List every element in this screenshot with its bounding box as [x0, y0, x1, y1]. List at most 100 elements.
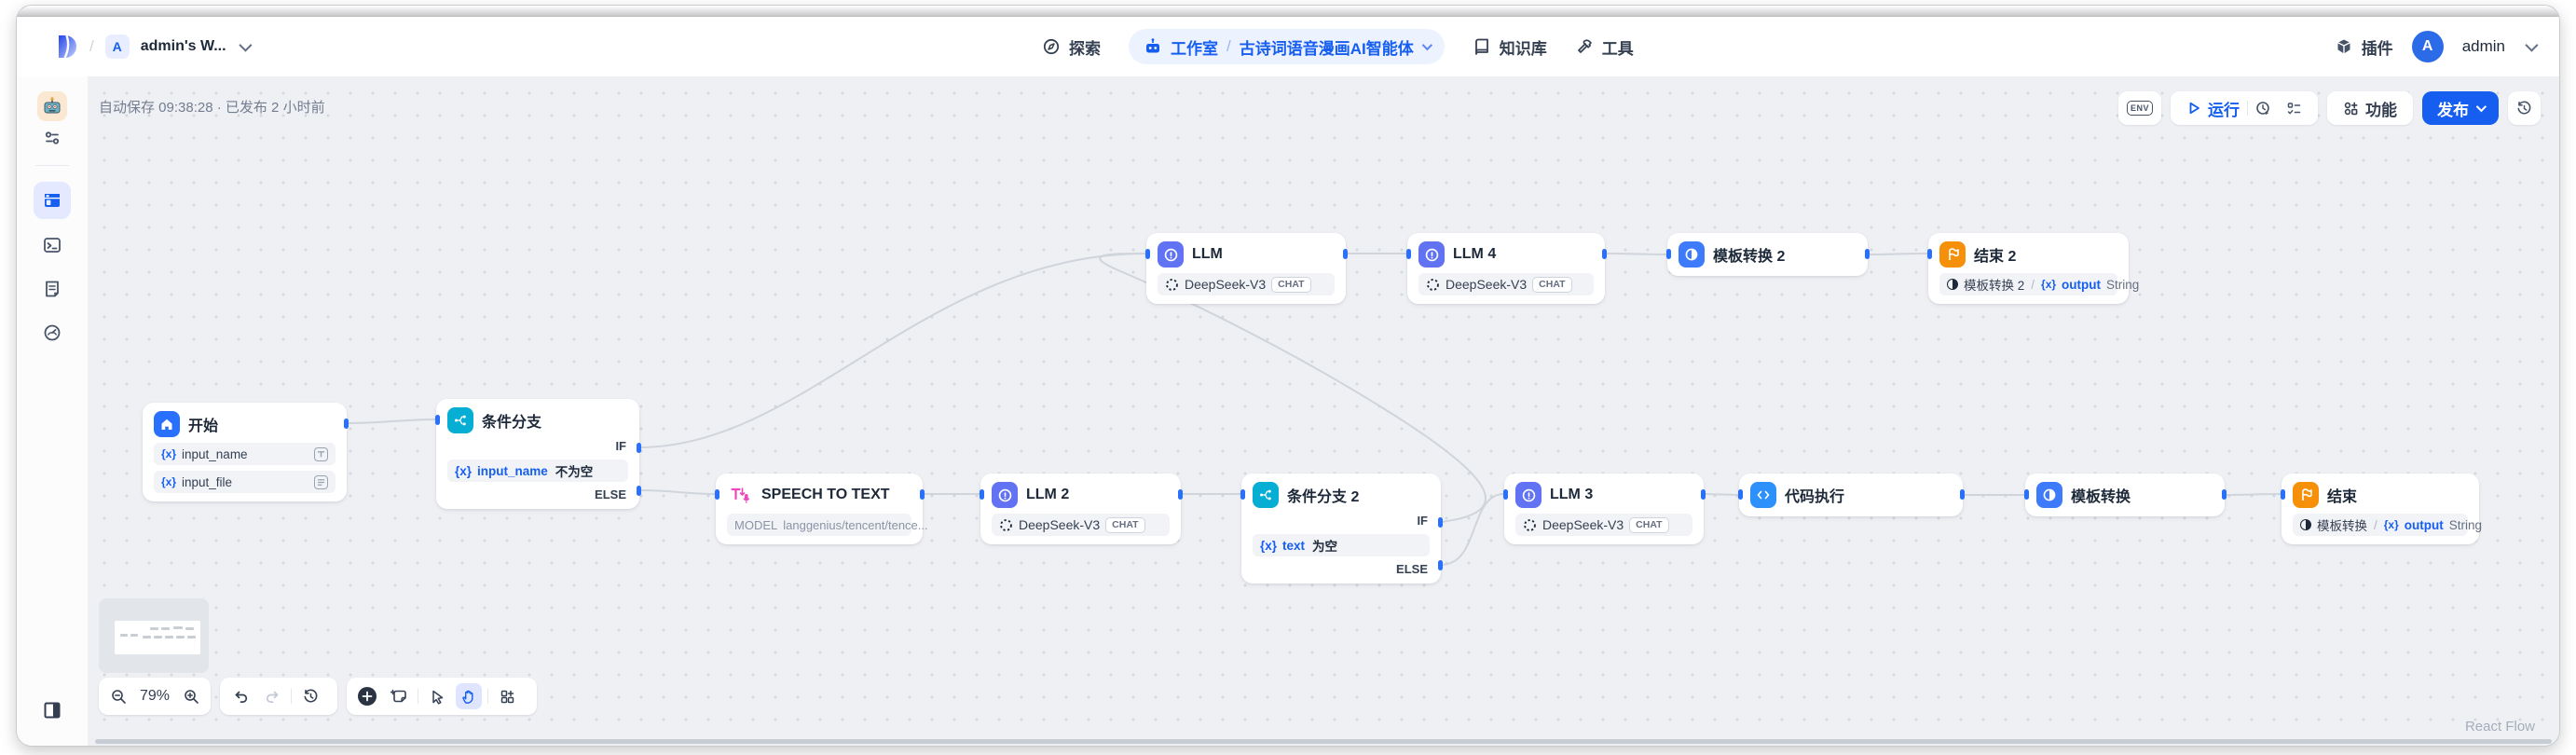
zoom-control-bar: 79%: [99, 678, 211, 715]
sidebar-terminal-icon[interactable]: [42, 235, 62, 255]
current-app-name[interactable]: 古诗词语音漫画AI智能体: [1239, 39, 1414, 58]
undo-button[interactable]: [227, 683, 253, 709]
pointer-mode-button[interactable]: [424, 683, 450, 709]
handle-in[interactable]: [714, 489, 719, 500]
nav-plugins[interactable]: 插件: [2335, 35, 2393, 59]
handle-out[interactable]: [1342, 249, 1348, 259]
handle-out[interactable]: [919, 489, 925, 500]
user-avatar[interactable]: A: [2411, 31, 2444, 62]
handle-if[interactable]: [636, 443, 641, 453]
toolbar-divider: [2247, 101, 2248, 116]
nav-knowledge[interactable]: 知识库: [1473, 35, 1547, 59]
handle-out[interactable]: [1177, 489, 1183, 500]
handle-out[interactable]: [1959, 489, 1965, 500]
features-label: 功能: [2365, 101, 2397, 119]
handle-else[interactable]: [1437, 560, 1443, 570]
sidebar-app-icon[interactable]: [37, 91, 67, 121]
node-start[interactable]: 开始 {x} input_name {x} input_file: [143, 403, 349, 501]
handle-in[interactable]: [1737, 489, 1743, 500]
sidebar-orchestrate-selected[interactable]: [34, 182, 71, 219]
zoom-out-button[interactable]: [106, 683, 130, 709]
node-speech-to-text[interactable]: SPEECH TO TEXT MODEL langgenius/tencent/…: [714, 474, 928, 544]
workspace-chevron-icon[interactable]: [238, 38, 253, 52]
sidebar-settings-icon[interactable]: [42, 128, 62, 148]
node-code[interactable]: 代码执行: [1737, 474, 1965, 516]
handle-in[interactable]: [1240, 489, 1245, 500]
user-menu-chevron-icon[interactable]: [2525, 38, 2539, 52]
node-llm-3[interactable]: LLM 3 DeepSeek-V3 CHAT: [1502, 474, 1706, 544]
nav-explore[interactable]: 探索: [1042, 35, 1101, 59]
run-history-button[interactable]: [2248, 101, 2279, 117]
sidebar-monitoring-icon[interactable]: [42, 323, 62, 343]
model-row: MODEL langgenius/tencent/tence...: [727, 514, 928, 536]
speech-to-text-icon: [727, 482, 753, 508]
handle-out[interactable]: [2221, 489, 2227, 500]
else-branch-label: ELSE: [595, 487, 626, 501]
end-node-icon: [2293, 482, 2319, 508]
handle-out[interactable]: [1864, 249, 1870, 259]
node-header: LLM 2: [992, 482, 1170, 508]
node-header: 条件分支: [447, 407, 628, 433]
app-switcher-chevron-icon[interactable]: [1421, 39, 1432, 51]
handle-if[interactable]: [1437, 517, 1443, 528]
workspace-avatar[interactable]: A: [104, 34, 130, 59]
workflow-canvas[interactable]: 自动保存 09:38:28 · 已发布 2 小时前 开始: [88, 76, 2559, 746]
handle-out[interactable]: [343, 419, 349, 429]
organize-layout-button[interactable]: [494, 683, 520, 709]
redo-button[interactable]: [259, 683, 285, 709]
template-mini-icon: [2300, 519, 2311, 530]
handle-in[interactable]: [1405, 249, 1411, 259]
zoom-in-button[interactable]: [179, 683, 203, 709]
run-button[interactable]: 运行: [2179, 97, 2247, 120]
sidebar-logs-icon[interactable]: [42, 279, 62, 299]
node-end[interactable]: 结束 模板转换 / {x} output String: [2280, 474, 2482, 544]
handle-in[interactable]: [434, 415, 440, 425]
node-title: 结束 2: [1974, 249, 2017, 265]
deepseek-icon: [1427, 278, 1439, 291]
node-llm[interactable]: LLM DeepSeek-V3 CHAT: [1144, 233, 1348, 304]
handle-in[interactable]: [1144, 249, 1150, 259]
node-end-2[interactable]: 结束 2 模板转换 2 / {x} output String: [1926, 233, 2139, 304]
workspace-name[interactable]: admin's W...: [140, 38, 226, 54]
handle-out[interactable]: [1700, 489, 1706, 500]
nav-studio-breadcrumb[interactable]: 工作室 / 古诗词语音漫画AI智能体: [1129, 29, 1445, 64]
condition-op: 不为空: [555, 465, 594, 479]
hand-mode-button[interactable]: [456, 683, 482, 709]
llm-node-icon: [1158, 241, 1184, 268]
node-template-2[interactable]: 模板转换 2: [1665, 233, 1870, 276]
breadcrumb-separator: /: [89, 37, 94, 55]
handle-in[interactable]: [2023, 489, 2029, 500]
handle-in[interactable]: [1665, 249, 1671, 259]
change-history-button[interactable]: [297, 683, 323, 709]
zoom-level[interactable]: 79%: [139, 688, 171, 704]
handle-in[interactable]: [1926, 249, 1932, 259]
minimap[interactable]: [99, 598, 209, 673]
version-history-button[interactable]: [2508, 91, 2541, 125]
change-history-icon: [304, 689, 317, 702]
features-button[interactable]: 功能: [2327, 91, 2413, 125]
handle-out[interactable]: [1601, 249, 1607, 259]
dify-logo-icon[interactable]: [54, 34, 78, 59]
model-value: langgenius/tencent/tence...: [783, 517, 928, 532]
node-llm-4[interactable]: LLM 4 DeepSeek-V3 CHAT: [1405, 233, 1607, 304]
add-note-button[interactable]: [386, 683, 412, 709]
left-sidebar: [17, 76, 88, 746]
node-if-else[interactable]: 条件分支 IF {x} input_name 不为空 ELSE: [434, 399, 641, 509]
horizontal-scrollbar[interactable]: [95, 739, 2552, 744]
handle-else[interactable]: [636, 486, 641, 496]
llm-node-icon: [1418, 241, 1445, 268]
checklist-button[interactable]: [2279, 101, 2309, 117]
nav-tools[interactable]: 工具: [1575, 35, 1634, 59]
node-template[interactable]: 模板转换: [2023, 474, 2227, 516]
node-llm-2[interactable]: LLM 2 DeepSeek-V3 CHAT: [979, 474, 1183, 544]
env-button[interactable]: ENV: [2117, 91, 2161, 125]
handle-in[interactable]: [2280, 489, 2285, 500]
handle-in[interactable]: [1502, 489, 1508, 500]
sidebar-collapse-icon[interactable]: [42, 700, 62, 721]
node-if-else-2[interactable]: 条件分支 2 IF {x} text 为空 ELSE: [1240, 474, 1443, 583]
add-node-button[interactable]: [354, 683, 380, 709]
handle-in[interactable]: [979, 489, 984, 500]
nav-studio-label[interactable]: 工作室: [1171, 39, 1218, 58]
publish-button[interactable]: 发布: [2422, 91, 2499, 125]
zoom-in-icon: [184, 689, 199, 704]
